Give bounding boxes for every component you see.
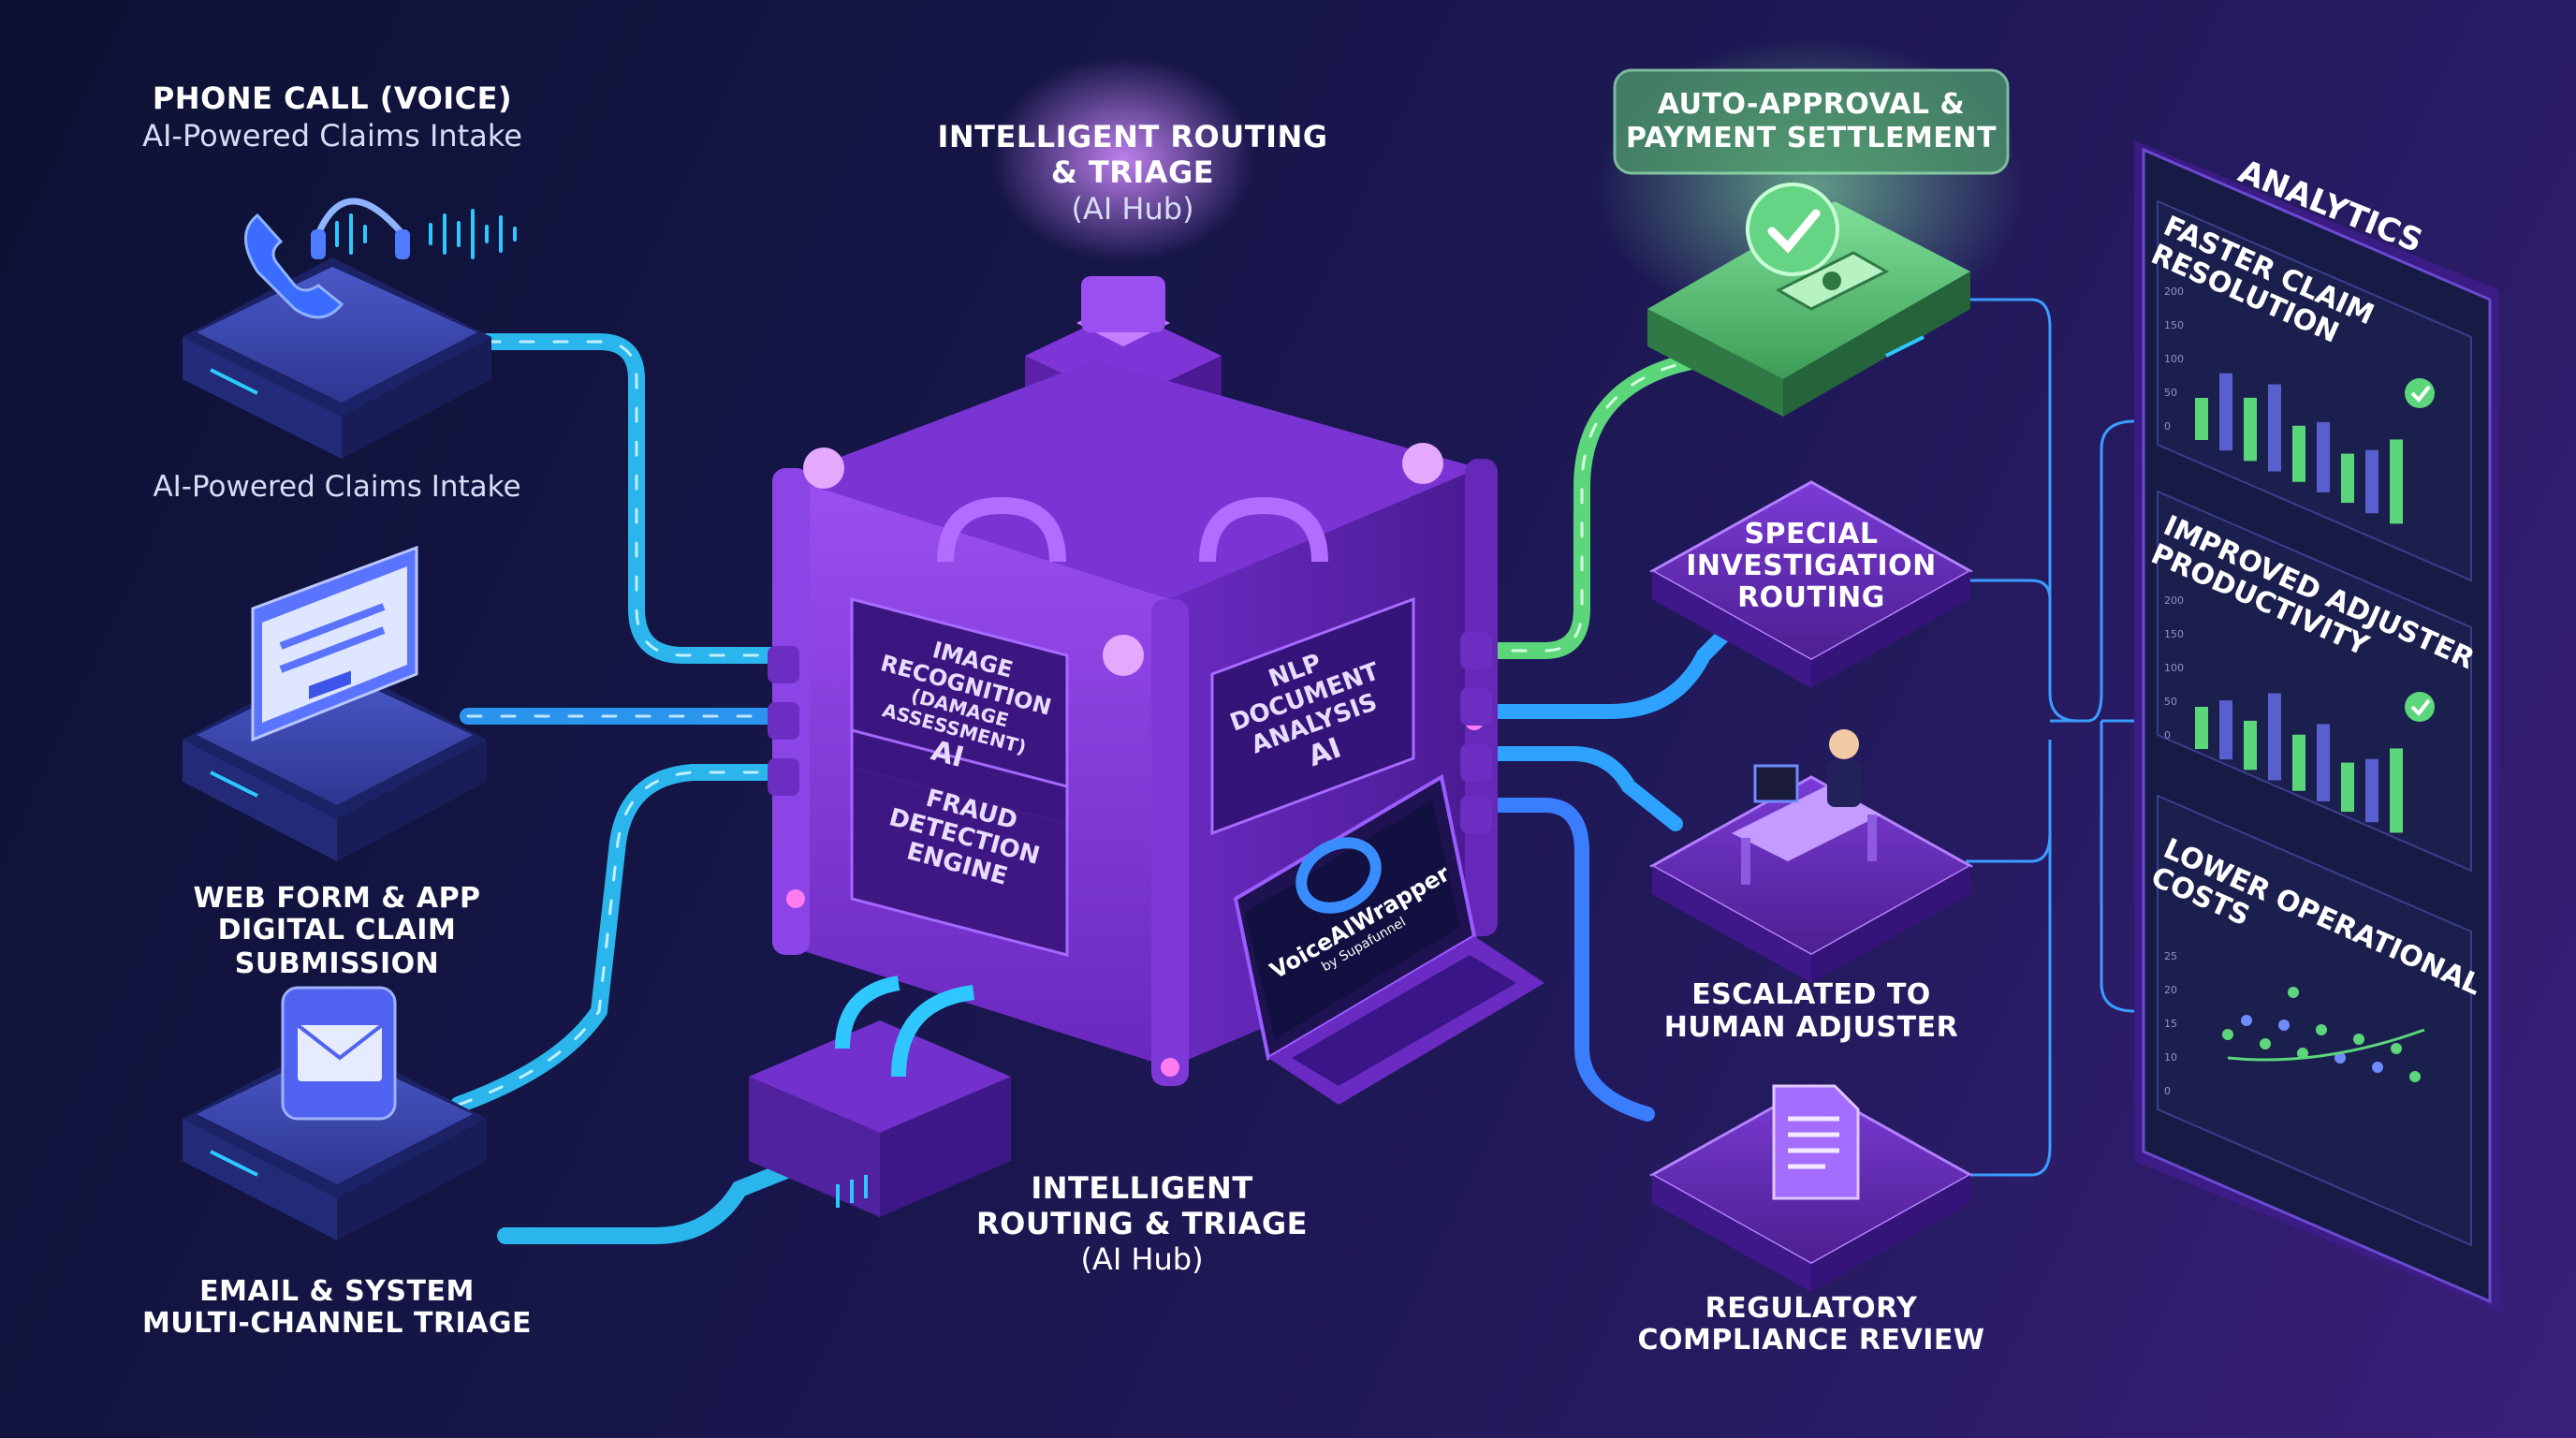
phone-call-caption: AI-Powered Claims Intake xyxy=(153,470,521,504)
analytics-bar xyxy=(2219,373,2232,451)
analytics-tick-label: 0 xyxy=(2164,1085,2171,1097)
regulatory-flow-pipe xyxy=(1471,798,1655,1122)
phone-call-title: PHONE CALL (VOICE) xyxy=(152,81,513,116)
analytics-bar xyxy=(2244,397,2257,462)
web-form-icon xyxy=(251,545,418,742)
hub-bottom-line2: ROUTING & TRIAGE xyxy=(975,1206,1309,1241)
analytics-tick-label: 100 xyxy=(2164,662,2184,674)
sound-wave-icon xyxy=(335,209,517,259)
escalated-line2: HUMAN ADJUSTER xyxy=(1663,1011,1959,1044)
hub-title-line3: (AI Hub) xyxy=(1071,191,1194,227)
analytics-bar xyxy=(2317,421,2330,492)
envelope-icon xyxy=(281,986,397,1121)
analytics-bar xyxy=(2195,398,2208,440)
output-flow-pipes xyxy=(1471,343,1740,1122)
analytics-tick-label: 20 xyxy=(2164,984,2177,996)
nlp-panel xyxy=(1210,596,1415,836)
junction-flow-pipe xyxy=(497,1162,795,1244)
analytics-tick-label: 10 xyxy=(2164,1051,2177,1064)
analytics-bar xyxy=(2317,724,2330,801)
document-icon xyxy=(1772,1084,1860,1200)
regulatory-line2: COMPLIANCE REVIEW xyxy=(1637,1324,1985,1357)
hub-title-line1: INTELLIGENT ROUTING xyxy=(937,119,1328,154)
analytics-bar xyxy=(2365,758,2378,823)
analytics-scatter xyxy=(2222,987,2425,1082)
analytics-bar xyxy=(2268,693,2281,781)
adjuster-flow-pipe xyxy=(1471,746,1683,831)
checkmark-money-icon xyxy=(1746,183,1890,311)
special-investigation-line1: SPECIAL xyxy=(1744,518,1879,550)
special-investigation-line3: ROUTING xyxy=(1737,581,1885,614)
analytics-tick-label: 0 xyxy=(2164,420,2171,433)
analytics-tick-label: 0 xyxy=(2164,729,2171,741)
analytics-connectors xyxy=(1966,298,2135,1177)
analytics-tick-label: 50 xyxy=(2164,387,2177,399)
analytics-bars xyxy=(2195,373,2403,833)
analytics-tick-label: 150 xyxy=(2164,628,2184,640)
special-investigation-tile xyxy=(1648,480,1974,688)
analytics-tick-label: 15 xyxy=(2164,1018,2177,1030)
analytics-bar xyxy=(2195,707,2208,749)
auto-approval-line2: PAYMENT SETTLEMENT xyxy=(1626,122,1997,154)
voiceaiwrapper-logo xyxy=(1295,837,1382,914)
escalated-line1: ESCALATED TO xyxy=(1691,978,1931,1011)
analytics-bar xyxy=(2292,425,2305,482)
hub-bottom-line1: INTELLIGENT xyxy=(1031,1170,1253,1206)
analytics-bar xyxy=(2244,720,2257,770)
analytics-bar xyxy=(2390,748,2403,833)
analytics-tick-label: 200 xyxy=(2164,286,2184,298)
hub-title-line2: & TRIAGE xyxy=(1050,154,1215,190)
adjuster-desk-icon xyxy=(1732,729,1881,885)
analytics-bar xyxy=(2341,762,2354,813)
investigation-flow-pipe xyxy=(1471,620,1739,719)
analytics-tick-label: 25 xyxy=(2164,950,2177,962)
analytics-bar xyxy=(2292,734,2305,791)
web-form-line2: DIGITAL CLAIM SUBMISSION xyxy=(217,914,457,980)
phone-platform xyxy=(183,257,491,459)
analytics-tick-label: 200 xyxy=(2164,594,2184,607)
analytics-check-icons xyxy=(2405,378,2435,722)
headset-phone-icon xyxy=(244,198,410,319)
analytics-bar xyxy=(2341,453,2354,504)
analytics-tick-label: 150 xyxy=(2164,319,2184,331)
regulatory-line1: REGULATORY xyxy=(1705,1292,1918,1325)
fraud-detection-panel xyxy=(850,728,1069,957)
escalated-adjuster-tile xyxy=(1648,775,1974,983)
analytics-tick-label: 50 xyxy=(2164,696,2177,708)
special-investigation-line2: INVESTIGATION xyxy=(1686,550,1937,582)
email-line1: EMAIL & SYSTEM xyxy=(199,1275,475,1308)
email-line2: MULTI-CHANNEL TRIAGE xyxy=(141,1307,533,1340)
analytics-bar xyxy=(2365,449,2378,514)
hub-bottom-line3: (AI Hub) xyxy=(1080,1241,1204,1277)
analytics-bar xyxy=(2268,384,2281,472)
analytics-bar xyxy=(2219,700,2232,760)
analytics-bar xyxy=(2390,439,2403,524)
input-flow-pipes xyxy=(450,333,795,1244)
phone-flow-pipe xyxy=(478,333,785,664)
analytics-card-3 xyxy=(2157,794,2472,1247)
phone-call-subtitle: AI-Powered Claims Intake xyxy=(142,118,522,154)
web-form-line1: WEB FORM & APP xyxy=(193,882,481,915)
auto-approval-line1: AUTO-APPROVAL & xyxy=(1657,88,1966,121)
laptop-device xyxy=(1233,773,1544,1105)
analytics-tick-label: 100 xyxy=(2164,353,2184,365)
